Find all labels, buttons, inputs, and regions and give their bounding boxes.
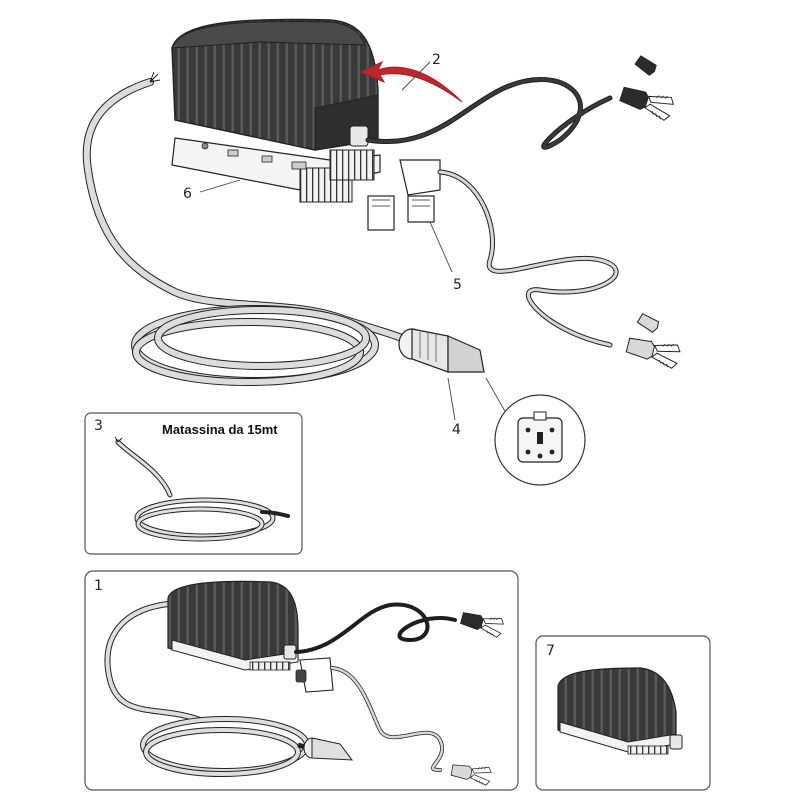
fuse-holder-icon (367, 159, 441, 231)
charger-unit-top-icon (557, 667, 683, 755)
light-cable (82, 71, 406, 386)
callout-3: 3 (94, 418, 103, 434)
charger-unit-small-icon (167, 580, 299, 671)
heatsink-board-icon (171, 137, 381, 203)
connector-plug-small-icon (303, 737, 354, 761)
panel-7: 7 (535, 635, 711, 791)
panel-3: 3 Matassina da 15mt (84, 412, 303, 555)
panel-3-title: Matassina da 15mt (162, 422, 278, 437)
callout-1: 1 (94, 578, 103, 594)
panel-1: 1 (84, 570, 519, 791)
battery-clamp-light-handle-icon (636, 313, 660, 333)
charger-unit-icon (171, 18, 379, 151)
battery-clamp-icon (617, 82, 676, 122)
dark-cable (365, 77, 613, 150)
fuse-holder-small-icon (295, 657, 334, 693)
light-thin-cable (437, 169, 619, 348)
battery-clamp-handle-icon (634, 55, 657, 76)
main-view: 2 6 5 4 (82, 18, 682, 486)
red-arrow-icon (358, 60, 463, 103)
connector-socket-icon (485, 377, 586, 486)
callout-2: 2 (432, 52, 441, 68)
battery-clamp-light-icon (624, 332, 682, 370)
callout-4: 4 (452, 422, 461, 438)
cable-coil-icon (114, 436, 290, 542)
callout-5: 5 (453, 277, 462, 293)
callout-7: 7 (546, 643, 555, 659)
connector-plug-icon (398, 328, 485, 373)
callout-6: 6 (183, 186, 192, 202)
